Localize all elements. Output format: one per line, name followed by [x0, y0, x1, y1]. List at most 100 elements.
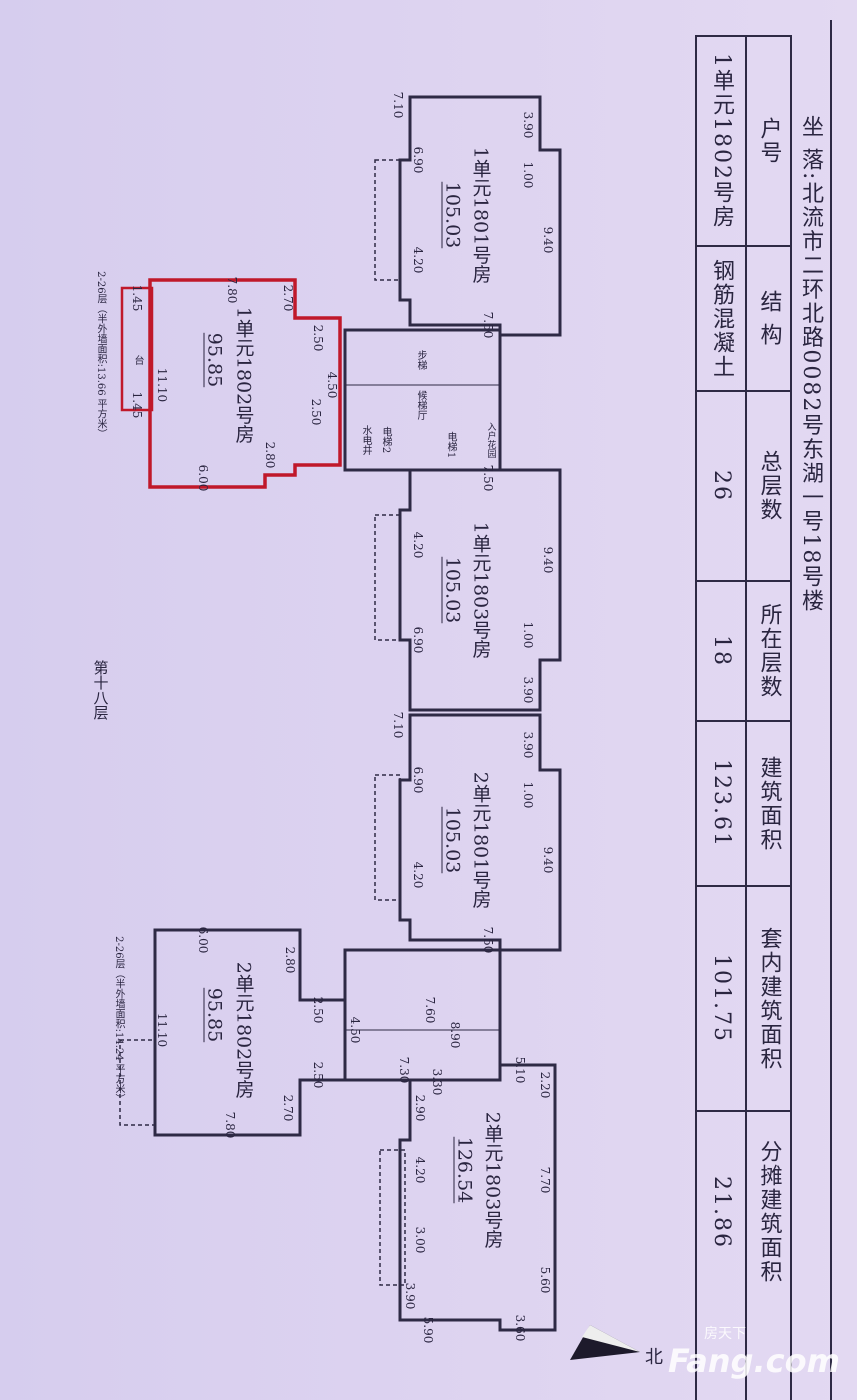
dim-label: 4.50 [348, 1016, 362, 1044]
unit-label-2-1801: 2单元1801号房 [469, 771, 492, 909]
dim-label: 2.50 [311, 996, 325, 1024]
dim-label: 5.10 [513, 1056, 527, 1084]
dim-label: 2.80 [283, 946, 297, 974]
dim-label: 11.10 [155, 1012, 169, 1048]
dim-label: 7.50 [481, 464, 495, 492]
unit-label-1-1801: 1单元1801号房 [469, 146, 492, 284]
dim-label: 5.90 [421, 1316, 435, 1344]
value-cell-total-floors: 26 [709, 470, 734, 502]
dim-label: 1.00 [521, 621, 535, 649]
dim-label: 7.30 [397, 1056, 411, 1084]
unit-1-1802-highlight-outline [148, 278, 342, 489]
dim-label: 5.60 [538, 1266, 552, 1294]
value-cell-floor: 18 [709, 635, 734, 667]
room-label-balcony: 台 [132, 355, 143, 365]
dim-label: 6.00 [196, 926, 210, 954]
room-label-utility-shaft: 水电井 [360, 425, 371, 455]
dim-label: 7.10 [391, 91, 405, 119]
outer-wall-note-unit1: 2-26层（半外墙面积:13.66 平方米） [95, 271, 106, 439]
value-cell-unit-no: 1单元1802号房 [709, 53, 734, 229]
dim-label: 3.30 [430, 1068, 444, 1096]
unit-2-1802-outline [153, 928, 347, 1137]
header-cell-structure: 结 构 [756, 290, 782, 347]
dim-label: 4.20 [411, 531, 425, 559]
unit-label-1-1803: 1单元1803号房 [469, 521, 492, 659]
value-cell-structure: 钢筋混凝土 [709, 258, 734, 379]
header-cell-floor: 所在层数 [756, 603, 782, 699]
dim-label: 4.20 [411, 861, 425, 889]
room-label-stairs: 步梯 [415, 350, 426, 370]
header-cell-total-floors: 总层数 [756, 450, 782, 522]
dim-label: 2.80 [263, 441, 277, 469]
dim-label: 3.90 [521, 731, 535, 759]
dim-label: 7.70 [538, 1166, 552, 1194]
dim-label: 2.50 [311, 1061, 325, 1089]
value-cell-inner-area: 101.75 [709, 954, 734, 1043]
dim-label: 2.50 [309, 398, 323, 426]
watermark-brand: Fang.com [668, 1342, 840, 1380]
dim-label: 4.50 [325, 371, 339, 399]
unit-label-1-1802: 1单元1802号房 [232, 306, 255, 444]
room-label-elevator-hall: 候梯厅 [415, 390, 426, 420]
dim-label: 2.20 [538, 1071, 552, 1099]
dim-label: 8.90 [448, 1021, 462, 1049]
dim-label: 7.80 [223, 1111, 237, 1139]
value-cell-shared-area: 21.86 [709, 1175, 734, 1249]
header-cell-unit-no: 户号 [756, 117, 782, 165]
dim-label: 7.80 [225, 276, 239, 304]
dim-label: 6.90 [411, 626, 425, 654]
room-label-entry-garden: 入户花园 [485, 422, 496, 458]
unit-area-2-1802: 95.85 [203, 987, 226, 1043]
dim-label: 1.00 [521, 161, 535, 189]
unit-outline-2-1803 [398, 1063, 557, 1332]
watermark-brand-cn: 房天下 [704, 1326, 746, 1342]
dim-label: 3.90 [403, 1282, 417, 1310]
unit-label-2-1802: 2单元1802号房 [232, 961, 255, 1099]
unit-area-1-1803: 105.03 [441, 556, 464, 624]
dim-label: 1.00 [521, 781, 535, 809]
north-arrow-icon [570, 1325, 640, 1360]
dim-label: 3.90 [521, 676, 535, 704]
dim-label: 3.90 [521, 111, 535, 139]
location-value: 北流市二环北路0082号东湖一号18号楼 [798, 181, 823, 614]
dim-label: 9.40 [541, 846, 555, 874]
dim-label: 9.40 [541, 546, 555, 574]
dim-label: 2.50 [311, 324, 325, 352]
dim-label: 4.20 [413, 1156, 427, 1184]
floor-label: 第十八层 [91, 660, 110, 720]
dim-label: 2.70 [281, 1094, 295, 1122]
dim-label: 11.10 [155, 367, 169, 403]
dim-label: 6.90 [411, 766, 425, 794]
unit-area-2-1801: 105.03 [441, 806, 464, 874]
dim-label: 7.50 [481, 926, 495, 954]
dim-label: 2.70 [281, 284, 295, 312]
dim-label: 7.60 [423, 996, 437, 1024]
header-cell-gross-area: 建筑面积 [756, 755, 782, 852]
dim-label: 7.10 [391, 711, 405, 739]
dim-label: 1.45 [130, 284, 144, 312]
dim-label: 6.90 [411, 146, 425, 174]
room-label-elevator-2: 电梯2 [380, 426, 391, 454]
room-label-elevator-1: 电梯1 [445, 431, 456, 459]
location-row: 坐 落:北流市二环北路0082号东湖一号18号楼 [798, 115, 823, 614]
dim-label: 7.50 [481, 311, 495, 339]
watermark-logo: 房天下 Fang.com [668, 1327, 840, 1380]
unit-area-1-1801: 105.03 [441, 181, 464, 249]
unit-outline-1-1803 [398, 468, 562, 712]
dim-label: 3.60 [513, 1314, 527, 1342]
dim-label: 2.90 [413, 1094, 427, 1122]
unit-label-2-1803: 2单元1803号房 [481, 1111, 504, 1249]
dim-label: 4.20 [411, 246, 425, 274]
outer-wall-note-unit2: 2-26层（半外墙面积:14.24 平方米） [113, 936, 124, 1104]
unit-area-1-1802: 95.85 [203, 332, 226, 388]
dim-label: 3.00 [413, 1226, 427, 1254]
location-label: 坐 落: [798, 115, 823, 182]
unit-area-2-1803: 126.54 [453, 1136, 476, 1204]
dim-label: 9.40 [541, 226, 555, 254]
dim-label: 1.45 [130, 391, 144, 419]
dim-label: 6.00 [196, 464, 210, 492]
value-cell-gross-area: 123.61 [709, 759, 734, 848]
header-cell-shared-area: 分摊建筑面积 [756, 1140, 782, 1284]
header-cell-inner-area: 套内建筑面积 [756, 926, 782, 1071]
